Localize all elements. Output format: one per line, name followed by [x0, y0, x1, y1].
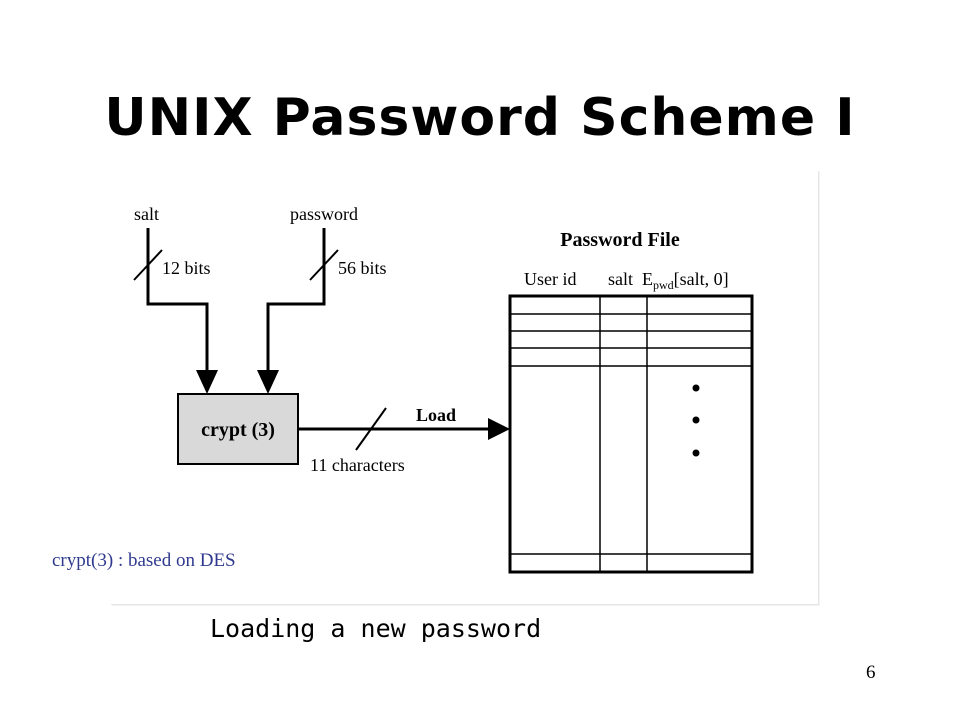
salt-bits-label: 12 bits: [162, 258, 211, 278]
column-header-userid: User id: [524, 269, 577, 289]
password-bit-slash: [309, 249, 339, 281]
epwd-main: E: [642, 269, 653, 289]
ellipsis-dot: [692, 416, 700, 424]
column-header-epwd: Epwd[salt, 0]: [642, 269, 729, 292]
diagram-figure: salt 12 bits password 56 bits crypt (3) …: [110, 170, 818, 604]
column-header-salt: salt: [608, 269, 633, 289]
slide-title: UNIX Password Scheme I: [104, 88, 856, 148]
des-note: crypt(3) : based on DES: [52, 550, 236, 571]
ellipsis-dot: [692, 384, 700, 392]
ellipsis-dot: [692, 449, 700, 457]
salt-line: [146, 228, 209, 370]
load-label: Load: [416, 405, 456, 425]
salt-arrowhead: [196, 370, 218, 394]
output-chars-label: 11 characters: [310, 455, 405, 475]
load-arrowhead: [488, 418, 510, 440]
password-arrowhead: [257, 370, 279, 394]
epwd-rest: [salt, 0]: [674, 269, 729, 289]
epwd-subscript: pwd: [653, 278, 674, 292]
slide-caption: Loading a new password: [210, 614, 542, 643]
page-number: 6: [866, 662, 876, 683]
salt-bit-slash: [133, 249, 163, 281]
password-scheme-diagram: salt 12 bits password 56 bits crypt (3) …: [133, 204, 754, 574]
password-label: password: [290, 204, 358, 224]
password-file-table: [508, 294, 754, 574]
password-file-title: Password File: [560, 229, 680, 251]
crypt-label: crypt (3): [201, 419, 275, 441]
password-bits-label: 56 bits: [338, 258, 387, 278]
load-bit-slash: [355, 407, 387, 451]
password-line: [266, 228, 326, 370]
salt-label: salt: [134, 204, 159, 224]
